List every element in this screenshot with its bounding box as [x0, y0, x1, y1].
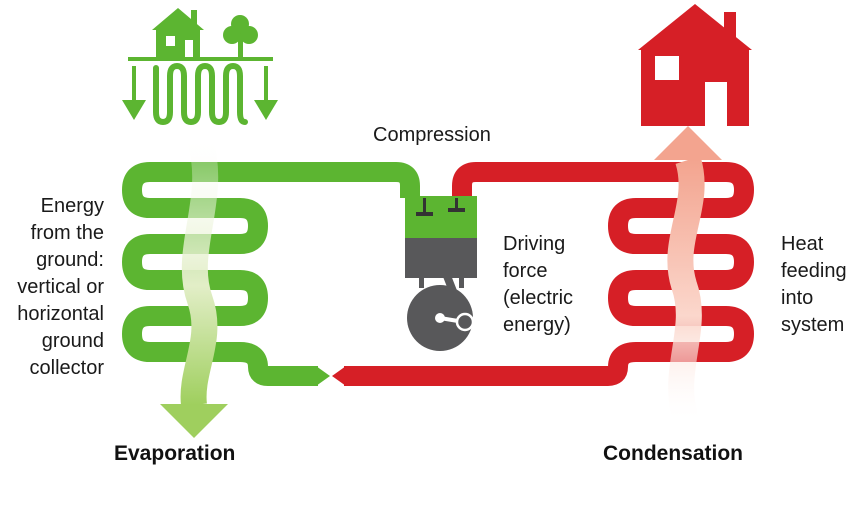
- compression-label: Compression: [373, 124, 491, 146]
- driving-force-line: Driving: [503, 233, 566, 255]
- expansion-valve-green-tip: [316, 366, 330, 386]
- heat-feed-arrow: [667, 156, 705, 424]
- heat-feeding-line: feeding: [781, 260, 847, 282]
- ground-energy-line: Energy: [40, 195, 104, 217]
- driving-force-line: energy): [503, 314, 571, 336]
- evaporator-loop: [122, 162, 420, 386]
- ground-collector-coil-icon: [153, 62, 248, 126]
- ground-energy-arrow: [180, 136, 219, 407]
- condensation-label: Condensation: [603, 442, 743, 465]
- heat-feeding-line: system: [781, 314, 845, 336]
- driving-force-label: Driving force (electric energy): [503, 231, 573, 339]
- driving-force-line: force: [503, 260, 548, 282]
- condenser-loop: [344, 162, 754, 386]
- ground-energy-label: Energy from the ground: vertical or hori…: [17, 193, 104, 382]
- house-icon: [638, 4, 752, 126]
- heat-feed-arrow-head: [654, 126, 722, 160]
- heat-feeding-line: Heat: [781, 233, 824, 255]
- heat-feeding-line: into: [781, 287, 814, 309]
- ground-energy-line: ground: [41, 330, 104, 352]
- heat-feeding-label: Heat feeding into system: [781, 231, 847, 339]
- ground-energy-line: from the: [30, 222, 104, 244]
- expansion-valve-red-tip: [332, 366, 346, 386]
- driving-force-line: (electric: [503, 287, 574, 309]
- ground-energy-line: collector: [29, 357, 104, 379]
- ground-energy-arrow-head: [160, 404, 228, 438]
- compressor-icon: [405, 196, 477, 351]
- ground-energy-line: ground:: [36, 249, 104, 271]
- evaporation-label: Evaporation: [114, 442, 236, 465]
- ground-collector-icon: [122, 8, 278, 120]
- ground-energy-line: horizontal: [17, 303, 104, 325]
- ground-energy-line: vertical or: [17, 276, 104, 298]
